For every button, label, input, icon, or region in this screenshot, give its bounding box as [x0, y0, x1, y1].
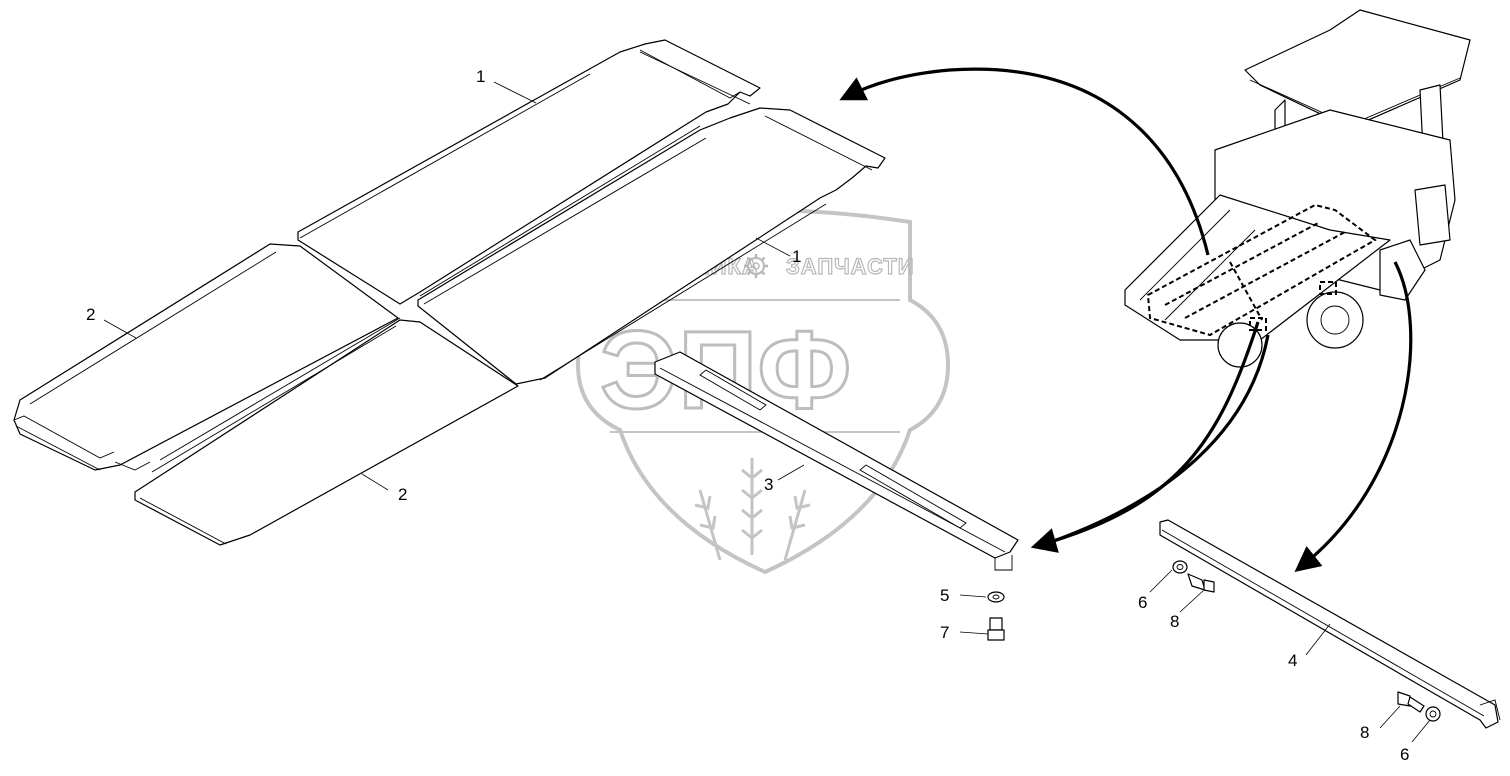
watermark-big-text: ЭПФ — [600, 309, 851, 432]
callout-6b: 6 — [1400, 745, 1409, 764]
arrow-to-floor-plates — [839, 67, 1210, 256]
callout-3: 3 — [764, 475, 773, 494]
bolt-8b — [1397, 691, 1425, 713]
floor-plate-1-lower — [417, 107, 886, 385]
road-paver-machine — [1124, 9, 1471, 368]
arrow-to-rail — [1294, 261, 1413, 572]
arrow-to-cover-strip-2 — [1047, 334, 1270, 545]
floor-plate-1-upper — [297, 39, 761, 305]
arrows — [839, 67, 1413, 572]
washer-5 — [987, 591, 1005, 603]
callout-2a: 2 — [86, 305, 95, 324]
callout-6a: 6 — [1138, 593, 1147, 612]
wheat-icon — [694, 458, 811, 561]
gear-icon — [744, 254, 768, 278]
callout-7: 7 — [940, 623, 949, 642]
cover-strip-3 — [654, 351, 1019, 571]
floor-plate-2-left — [13, 243, 399, 471]
watermark-shield — [575, 208, 951, 575]
rail-4 — [1159, 519, 1501, 729]
callout-2b: 2 — [398, 485, 407, 504]
floor-plate-2-lower — [114, 317, 519, 546]
washer-6a — [1172, 560, 1188, 574]
washer-6b — [1425, 706, 1441, 722]
callout-labels: 1 1 2 2 3 4 5 6 6 7 8 8 — [86, 67, 1409, 764]
bolt-8a — [1187, 573, 1215, 593]
callout-8b: 8 — [1360, 723, 1369, 742]
watermark-text-right: ЗАПЧАСТИ — [786, 254, 915, 279]
callout-1b: 1 — [792, 247, 801, 266]
callout-4: 4 — [1288, 651, 1297, 670]
leader-lines — [103, 81, 1431, 743]
callout-1a: 1 — [476, 67, 485, 86]
callout-5: 5 — [940, 586, 949, 605]
bolt-7 — [987, 617, 1005, 641]
callout-8a: 8 — [1170, 612, 1179, 631]
